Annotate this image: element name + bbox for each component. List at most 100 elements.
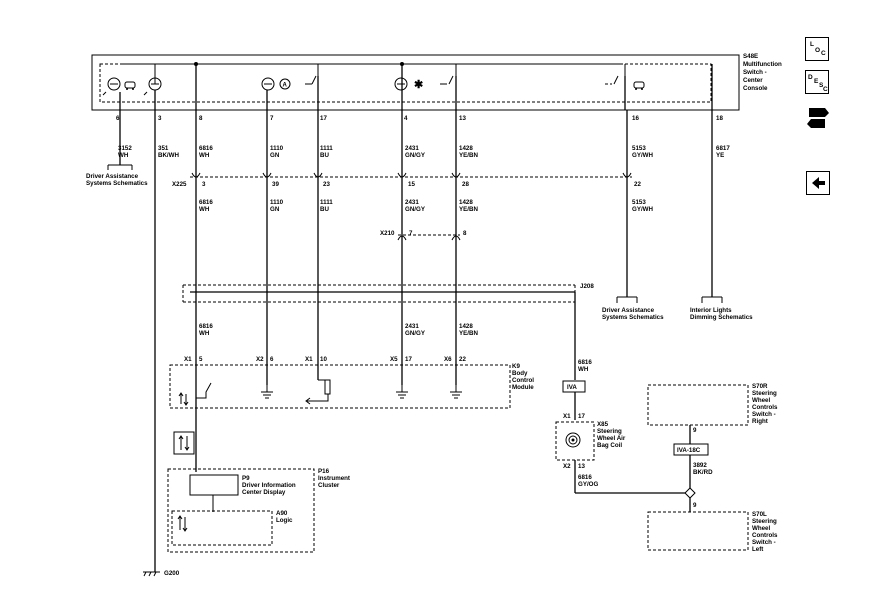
k9-ref: K9 (512, 363, 520, 370)
circuit-number: 1428 (459, 323, 473, 330)
x85-pin: 13 (578, 463, 585, 470)
s70r-box (647, 384, 749, 426)
k9-pin: 22 (459, 356, 466, 363)
back-button[interactable] (806, 171, 830, 195)
s70l-box (647, 511, 749, 551)
s70l-name-1: Steering (752, 518, 777, 525)
s70l-name-4: Switch - (752, 539, 776, 546)
k9-name-1: Body (512, 370, 528, 377)
switch-contact (440, 64, 457, 85)
k9-name-3: Module (512, 384, 534, 391)
x85-pin: 17 (578, 413, 585, 420)
circuit-number: 2431 (405, 323, 419, 330)
lamp-icon (394, 77, 408, 91)
k9-conn: X1 (184, 356, 192, 363)
arrow-left-icon (812, 177, 825, 189)
s70l-ref: S70L (752, 511, 767, 518)
circuit-number: 2431 (405, 145, 419, 152)
x225-pin: 15 (408, 181, 415, 188)
circuit-number: 3152 (118, 145, 132, 152)
circuit-number: 5153 (632, 145, 646, 152)
k9-conn: X2 (256, 356, 264, 363)
s48e-name-2: Switch - (743, 69, 767, 76)
loc-letter: O (815, 47, 821, 54)
x210-pin: 8 (463, 230, 467, 237)
loc-letter: C (821, 50, 826, 57)
s70r-name-4: Switch - (752, 411, 776, 418)
loc-letter: L (810, 41, 814, 48)
j208-ref: J208 (580, 283, 594, 290)
p16-name-1: Instrument (318, 475, 350, 482)
k9-conn: X5 (390, 356, 398, 363)
circuit-number: 1428 (459, 199, 473, 206)
circuit-color: GN/GY (405, 152, 426, 159)
x85-name-2: Wheel Air (597, 435, 626, 442)
switch-contact (605, 64, 626, 85)
circuit-number: 3892 (693, 462, 707, 469)
circuit-number: 1428 (459, 145, 473, 152)
pin-label: 6 (116, 115, 120, 122)
circuit-color: GY/WH (632, 206, 653, 213)
x85-conn: X1 (563, 413, 571, 420)
description-button[interactable]: D E S C (805, 70, 829, 94)
x210-pin: 7 (409, 230, 413, 237)
s70l-pin: 9 (693, 502, 697, 509)
brightness-icon: ✱ (414, 79, 423, 91)
x225-ref: X225 (172, 181, 187, 188)
circuit-number: 5153 (632, 199, 646, 206)
svg-text:A: A (283, 83, 288, 89)
x85-box (555, 421, 595, 461)
k9-pin: 6 (270, 356, 274, 363)
desc-letter: E (814, 78, 819, 85)
circuit-color: GY/WH (632, 152, 653, 159)
s70r-name-1: Steering (752, 390, 777, 397)
connector-link-icon[interactable] (803, 103, 833, 133)
circuit-color: BK/RD (693, 469, 713, 476)
circuit-number: 6816 (578, 474, 592, 481)
switch-contact (305, 64, 319, 85)
pin-label: 3 (158, 115, 162, 122)
p9-ref: P9 (242, 475, 250, 482)
iva18c-box (673, 443, 709, 456)
p16-cluster-box (167, 468, 315, 553)
circuit-color: BU (320, 152, 329, 159)
s70r-name-5: Right (752, 418, 768, 425)
location-button[interactable]: L O C (805, 37, 829, 61)
s48e-name-4: Console (743, 85, 768, 92)
iva-label: IVA (567, 384, 577, 391)
k9-pin: 17 (405, 356, 412, 363)
x85-ref: X85 (597, 421, 609, 428)
circuit-number: 1110 (270, 199, 284, 206)
circuit-number: 1110 (270, 145, 284, 152)
x225-pin: 3 (202, 181, 206, 188)
circuit-number: 351 (158, 145, 169, 152)
pin-label: 8 (199, 115, 203, 122)
x210-ref: X210 (380, 230, 395, 237)
circuit-color: GN/GY (405, 330, 426, 337)
circuit-color: WH (199, 330, 210, 337)
circuit-number: 6816 (578, 359, 592, 366)
s70l-name-2: Wheel (752, 525, 771, 532)
pin-label: 18 (716, 115, 723, 122)
desc-letter: S (819, 82, 824, 89)
circuit-color: YE/BN (459, 330, 478, 337)
circuit-color: WH (199, 152, 210, 159)
s48e-ref: S48E (743, 53, 758, 60)
a90-logic-box (171, 510, 273, 546)
circuit-color: GY/OG (578, 481, 598, 488)
s70r-name-3: Controls (752, 404, 778, 411)
pin-label: 16 (632, 115, 639, 122)
s48e-name-1: Multifunction (743, 61, 782, 68)
circuit-number: 6816 (199, 199, 213, 206)
x225-pin: 22 (634, 181, 641, 188)
circuit-color: BU (320, 206, 329, 213)
circuit-color: YE (716, 152, 724, 159)
s70r-pin: 9 (693, 427, 697, 434)
k9-pin: 5 (199, 356, 203, 363)
circuit-color: BK/WH (158, 152, 179, 159)
s70r-name-2: Wheel (752, 397, 771, 404)
pin-label: 4 (404, 115, 408, 122)
